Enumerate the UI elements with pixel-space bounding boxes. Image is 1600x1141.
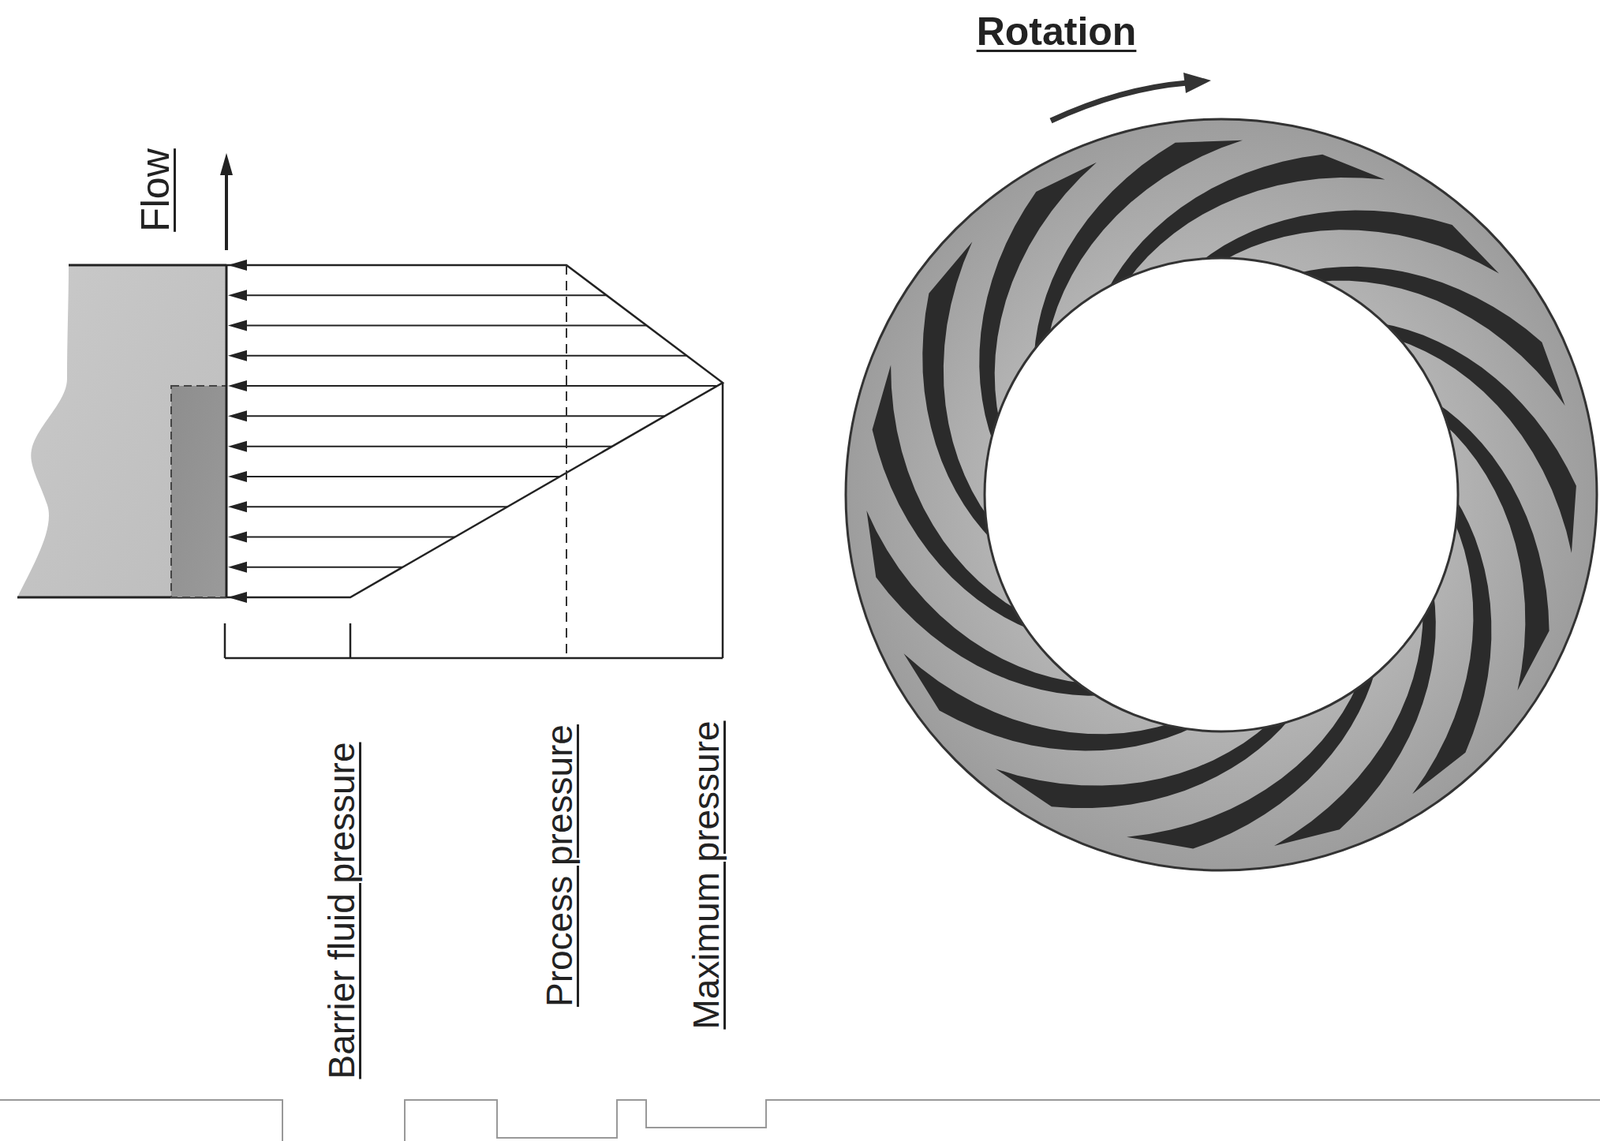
spiral-grooves <box>866 140 1577 849</box>
arrow-head <box>228 289 247 301</box>
pressure-arrow <box>236 445 613 448</box>
pressure-arrow <box>236 355 688 357</box>
arrow-head <box>228 441 247 453</box>
arrow-head <box>228 410 247 422</box>
arrow-head <box>228 320 247 332</box>
arrow-head <box>228 380 247 392</box>
page-edge <box>0 1099 1600 1141</box>
pressure-arrow <box>236 505 508 508</box>
arrow-head <box>228 561 247 573</box>
seal-ring <box>845 119 1597 871</box>
rotation-label: Rotation <box>976 11 1137 52</box>
pressure-axis <box>224 657 723 660</box>
pressure-arrows <box>228 259 718 603</box>
pressure-arrow <box>236 475 561 478</box>
pressure-profile <box>226 265 723 598</box>
arrow-head <box>228 500 247 513</box>
pressure-arrow <box>236 385 718 387</box>
arrow-head <box>228 350 247 362</box>
pressure-label: Process pressure <box>541 724 578 1007</box>
pressure-arrow <box>236 566 403 569</box>
groove-zone <box>171 385 227 598</box>
rotation-arrow <box>1050 82 1188 121</box>
pressure-label: Barrier fluid pressure <box>323 742 360 1080</box>
arrow-head <box>228 530 247 543</box>
pressure-arrow <box>236 535 456 538</box>
pressure-arrow <box>236 325 647 327</box>
flow-arrow <box>224 168 229 251</box>
pressure-label: Maximum pressure <box>687 720 725 1029</box>
flow-label: Flow <box>135 148 176 232</box>
seal-face <box>17 265 227 598</box>
pressure-arrow <box>236 294 607 296</box>
arrow-head <box>228 471 247 483</box>
pressure-arrow <box>236 414 665 417</box>
